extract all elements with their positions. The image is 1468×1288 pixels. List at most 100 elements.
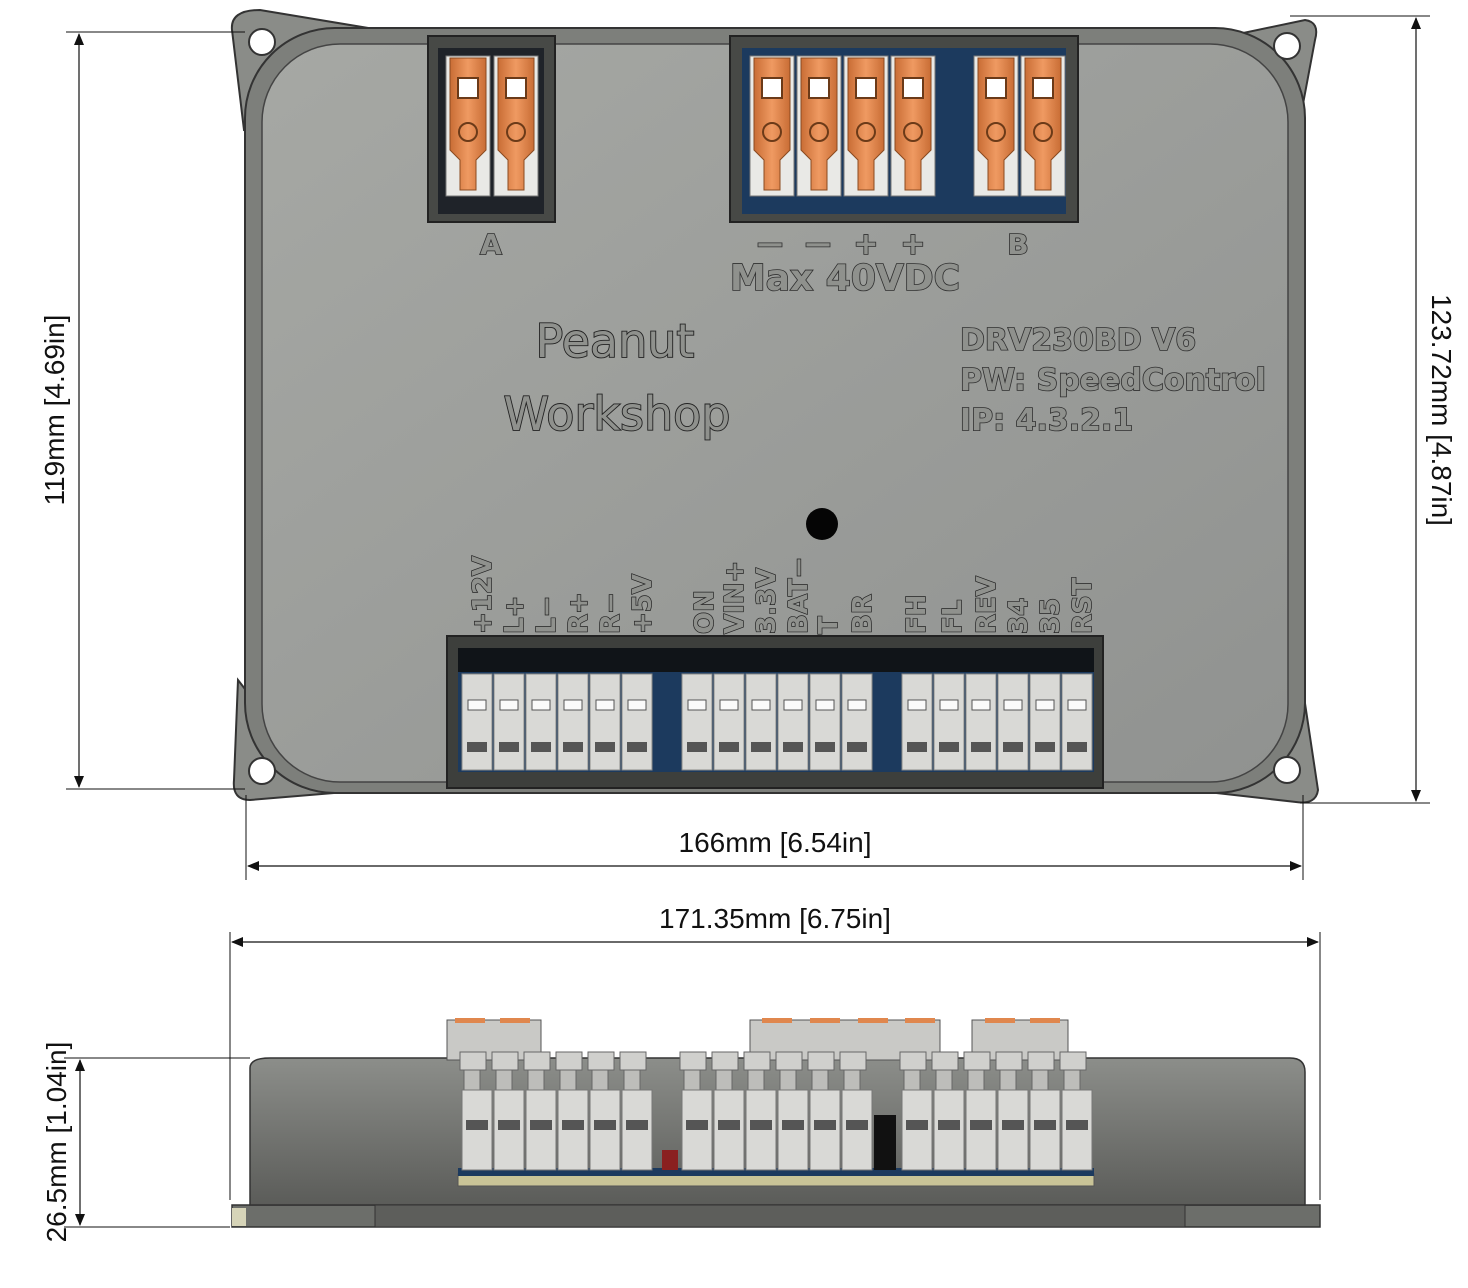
terminal-wire-port — [626, 1120, 648, 1130]
terminal-stem — [591, 1069, 609, 1093]
pin-label: FL — [938, 600, 968, 634]
spring-terminal-orange — [973, 55, 1019, 197]
ip-label: IP: 4.3.2.1 — [960, 403, 1133, 438]
terminal-button — [1059, 1051, 1087, 1071]
terminal-stem — [779, 1069, 797, 1093]
terminal-body — [525, 673, 557, 771]
spring-terminal-white — [901, 673, 933, 771]
terminal-button — [995, 1051, 1023, 1071]
side-terminal — [555, 1051, 589, 1171]
pin-label: 34 — [1004, 598, 1034, 634]
terminal-wire-port — [808, 77, 830, 99]
spring-terminal-white — [745, 673, 777, 771]
terminal-wire-port — [687, 742, 707, 752]
spring-terminal-white — [621, 673, 653, 771]
pin-label: L+ — [500, 596, 530, 634]
side-terminal — [899, 1051, 933, 1171]
terminal-body — [621, 673, 653, 771]
terminal-body — [589, 673, 621, 771]
spring-terminal-orange — [843, 55, 889, 197]
terminal-screw — [809, 122, 829, 142]
brand-line-1: Peanut — [536, 314, 695, 368]
spring-terminal-orange — [796, 55, 842, 197]
terminal-wire-port — [1066, 1120, 1088, 1130]
terminal-stem — [935, 1069, 953, 1093]
terminal-screw — [986, 122, 1006, 142]
pin-label: R− — [596, 592, 626, 634]
side-terminal — [743, 1051, 777, 1171]
terminal-wire-port — [782, 1120, 804, 1130]
terminal-release — [815, 699, 835, 711]
terminal-release — [1067, 699, 1087, 711]
terminal-body — [557, 673, 589, 771]
spring-terminal-white — [557, 673, 589, 771]
terminal-wire-port — [505, 77, 527, 99]
terminal-wire-port — [466, 1120, 488, 1130]
terminal-release — [719, 699, 739, 711]
spring-terminal-white — [493, 673, 525, 771]
spring-terminal-orange — [890, 55, 936, 197]
terminal-button — [931, 1051, 959, 1071]
terminal-wire-port — [467, 742, 487, 752]
terminal-body — [1061, 673, 1093, 771]
mounting-hole — [248, 757, 276, 785]
top-view-dimensions: 119mm [4.69in] 123.72mm [4.87in] 166mm [… — [39, 15, 1457, 1242]
terminal-screw — [856, 122, 876, 142]
terminal-wire-port — [971, 742, 991, 752]
terminal-wire-port — [1035, 742, 1055, 752]
side-terminal — [775, 1051, 809, 1171]
pin-label: R+ — [564, 592, 594, 634]
terminal-wire-port — [563, 742, 583, 752]
terminal-stem — [559, 1069, 577, 1093]
dimension-width-outer: 171.35mm [6.75in] — [659, 903, 891, 934]
pin-label: VIN+ — [720, 561, 750, 634]
terminal-lever-edge — [455, 1018, 485, 1023]
terminal-wire-port — [814, 1120, 836, 1130]
spring-terminal-orange — [749, 55, 795, 197]
terminal-release — [563, 699, 583, 711]
terminal-screw — [458, 122, 478, 142]
terminal-body — [997, 673, 1029, 771]
dimension-height-outer: 123.72mm [4.87in] — [1426, 294, 1457, 526]
terminal-body — [965, 673, 997, 771]
side-terminal — [931, 1051, 965, 1171]
terminal-wire-port — [1067, 742, 1087, 752]
side-terminal — [587, 1051, 621, 1171]
terminal-lever-edge — [500, 1018, 530, 1023]
side-view — [231, 1018, 1321, 1228]
terminal-wire-port — [815, 742, 835, 752]
terminal-wire-port — [847, 742, 867, 752]
terminal-wire-port — [939, 742, 959, 752]
terminal-wire-port — [562, 1120, 584, 1130]
password-label: PW: SpeedControl — [960, 363, 1266, 398]
terminal-wire-port — [594, 1120, 616, 1130]
terminal-body — [493, 673, 525, 771]
side-terminal — [711, 1051, 745, 1171]
spring-terminal-white — [777, 673, 809, 771]
terminal-stem — [1031, 1069, 1049, 1093]
terminal-release — [847, 699, 867, 711]
terminal-release — [531, 699, 551, 711]
spring-terminal-white — [525, 673, 557, 771]
terminal-wire-port — [686, 1120, 708, 1130]
terminal-button — [775, 1051, 803, 1071]
terminal-button — [963, 1051, 991, 1071]
terminal-wire-port — [1032, 77, 1054, 99]
spring-terminal-white — [841, 673, 873, 771]
spring-terminal-orange — [493, 55, 539, 197]
dimension-width-body: 166mm [6.54in] — [679, 827, 872, 858]
signal-terminal-block — [446, 635, 1104, 789]
terminal-stem — [999, 1069, 1017, 1093]
terminal-stem — [843, 1069, 861, 1093]
terminal-lever-edge — [810, 1018, 840, 1023]
terminal-wire-port — [719, 742, 739, 752]
connector-a-label: A — [480, 228, 502, 261]
spring-terminal-orange — [445, 55, 491, 197]
terminal-wire-port — [1034, 1120, 1056, 1130]
terminal-body — [777, 673, 809, 771]
terminal-release — [783, 699, 803, 711]
terminal-body — [745, 673, 777, 771]
terminal-wire-port — [627, 742, 647, 752]
terminal-wire-port — [855, 77, 877, 99]
